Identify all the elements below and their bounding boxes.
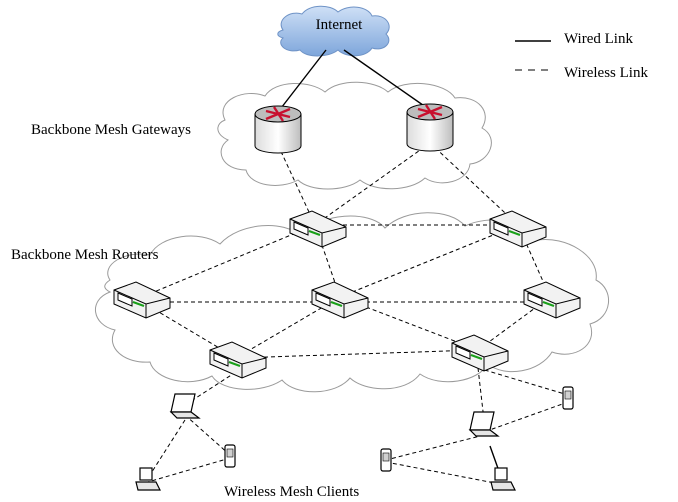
- legend: Wired Link Wireless Link: [515, 31, 648, 81]
- wired-link-gw2: [343, 49, 431, 111]
- legend-wired-label: Wired Link: [564, 31, 633, 47]
- mesh-router-3: [113, 281, 171, 319]
- wireless-link: [235, 349, 479, 359]
- wireless-link: [184, 414, 231, 456]
- handheld-client-3: [380, 448, 392, 472]
- wireless-link: [483, 401, 569, 433]
- backbone-gateway-1: [254, 105, 302, 154]
- mesh-router-1: [289, 210, 347, 248]
- label-wireless-clients: Wireless Mesh Clients: [224, 484, 359, 500]
- wireless-link: [385, 461, 501, 485]
- mesh-router-5: [523, 281, 581, 319]
- router-arrows-icon: [265, 106, 291, 122]
- handheld-client-2: [562, 386, 574, 410]
- label-backbone-gateways: Backbone Mesh Gateways: [31, 122, 191, 138]
- wired-link-gw1: [277, 49, 327, 113]
- backbone-gateway-2: [406, 103, 454, 152]
- internet-cloud: [277, 5, 390, 57]
- legend-wireless-label: Wireless Link: [564, 65, 648, 81]
- wireless-link: [141, 224, 316, 298]
- laptop-client-1: [169, 393, 201, 419]
- router-arrows-icon: [417, 104, 443, 120]
- wireless-link: [235, 296, 341, 359]
- handheld-client-1: [224, 444, 236, 468]
- mesh-router-4: [311, 281, 369, 319]
- pc-client-2: [490, 467, 516, 491]
- pc-client-1: [135, 467, 161, 491]
- label-backbone-routers: Backbone Mesh Routers: [11, 247, 159, 263]
- wireless-link: [477, 367, 569, 396]
- mesh-router-6: [209, 341, 267, 379]
- internet-label: Internet: [316, 17, 363, 33]
- wireless-link: [477, 367, 485, 421]
- wireless-link: [147, 419, 186, 479]
- wireless-link: [314, 142, 431, 226]
- wireless-link: [429, 142, 519, 226]
- mesh-router-2: [489, 210, 547, 248]
- laptop-client-2: [468, 411, 500, 437]
- mesh-router-7: [451, 334, 509, 372]
- wireless-link: [147, 457, 231, 483]
- wireless-link: [385, 434, 485, 461]
